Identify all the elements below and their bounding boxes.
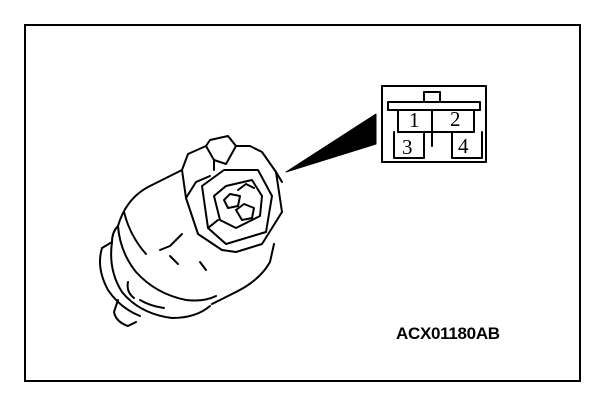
figure-frame <box>24 24 581 382</box>
pin-label-1: 1 <box>409 108 420 132</box>
pointer-wedge <box>285 113 377 173</box>
pin-label-3: 3 <box>402 135 413 159</box>
switch-body <box>99 169 275 327</box>
pin-label-4: 4 <box>458 134 469 158</box>
pin-label-2: 2 <box>450 107 461 131</box>
connector-housing <box>159 135 283 271</box>
figure-code: ACX01180AB <box>396 324 500 343</box>
connector-inset <box>381 85 487 163</box>
